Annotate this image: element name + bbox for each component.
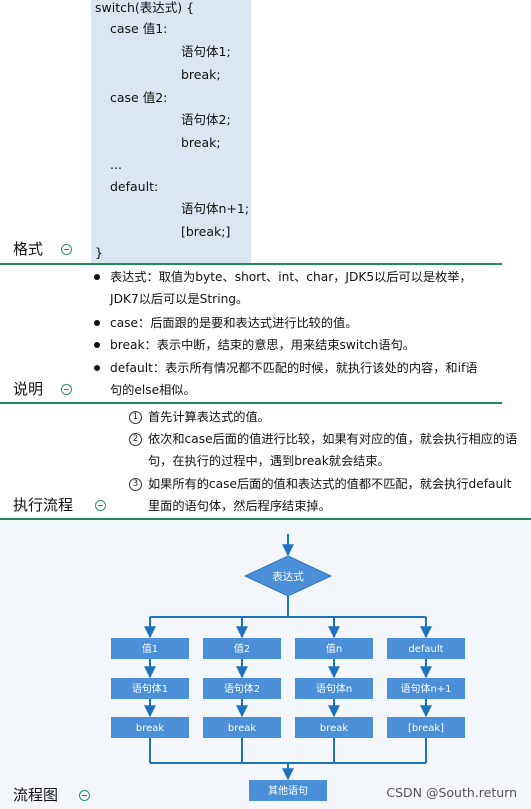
decision-label: 表达式 <box>272 570 304 583</box>
bullet-text: 句的else相似。 <box>110 383 196 397</box>
code-line: case 值2: <box>110 90 168 105</box>
case-label: 值2 <box>234 642 250 655</box>
code-line: [break;] <box>181 224 231 239</box>
code-line: case 值1: <box>110 21 168 36</box>
step-text: 里面的语句体，然后程序结束掉。 <box>148 499 331 513</box>
code-line: 语句体1; <box>181 44 231 59</box>
section-label-diagram: 流程图 <box>13 786 59 804</box>
collapse-circle-icon[interactable] <box>79 790 90 801</box>
watermark: CSDN @South.return <box>386 785 517 800</box>
step-text: 依次和case后面的值进行比较，如果有对应的值，就会执行相应的语 <box>148 432 518 446</box>
section-label-format: 格式 <box>13 240 44 258</box>
circled-number-icon: 2 <box>129 433 142 446</box>
bullet-icon <box>94 320 100 326</box>
body-box <box>111 678 189 699</box>
final-box <box>249 780 327 801</box>
collapse-circle-icon[interactable] <box>61 244 72 255</box>
step-text: 如果所有的case后面的值和表达式的值都不匹配，就会执行default <box>148 477 512 491</box>
flowchart: 表达式 值1 语句体1 break 值2 语句体2 break 值n 语句体n … <box>0 520 531 809</box>
flowchart-background <box>0 520 531 809</box>
code-line: 语句体n+1; <box>181 201 250 216</box>
body-box <box>295 678 373 699</box>
body-box <box>203 678 281 699</box>
body-box <box>387 678 465 699</box>
code-line: break; <box>181 67 221 82</box>
step-text: 句，在执行的过程中，遇到break就会结束。 <box>148 454 390 468</box>
break-box <box>203 717 281 738</box>
break-box <box>387 717 465 738</box>
step-text: 首先计算表达式的值。 <box>148 410 270 424</box>
body-label: 语句体2 <box>224 682 260 695</box>
final-label: 其他语句 <box>268 784 308 797</box>
circled-number-icon: 3 <box>129 478 142 491</box>
code-line: break; <box>181 135 221 150</box>
code-block: switch(表达式) { case 值1: 语句体1; break; case… <box>91 0 251 264</box>
break-box <box>111 717 189 738</box>
bullet-text: break：表示中断，结束的意思，用来结束switch语句。 <box>110 338 415 352</box>
case-label: default <box>408 644 443 655</box>
case-label: 值n <box>326 642 342 655</box>
case-label: 值1 <box>142 642 158 655</box>
bullet-text: 表达式：取值为byte、short、int、char，JDK5以后可以是枚举， <box>110 270 472 284</box>
circled-number-icon: 1 <box>129 411 142 424</box>
break-label: break <box>136 723 165 734</box>
section-divider <box>0 518 531 520</box>
bullet-icon <box>94 365 100 371</box>
bullet-icon <box>94 342 100 348</box>
section-label-description: 说明 <box>13 380 44 398</box>
break-box <box>295 717 373 738</box>
code-line: default: <box>110 179 159 194</box>
bullet-text: case：后面跟的是要和表达式进行比较的值。 <box>110 316 358 330</box>
case-box <box>203 638 281 659</box>
break-label: break <box>228 723 257 734</box>
body-label: 语句体n <box>316 682 352 695</box>
section-label-flow: 执行流程 <box>13 496 74 514</box>
bullet-text: JDK7以后可以是String。 <box>110 292 249 306</box>
code-line: switch(表达式) { <box>95 0 195 15</box>
case-box <box>295 638 373 659</box>
bullet-text: default：表示所有情况都不匹配的时候，就执行该处的内容，和if语 <box>110 361 478 375</box>
body-label: 语句体n+1 <box>400 682 451 695</box>
section-divider <box>0 263 502 265</box>
body-label: 语句体1 <box>132 682 168 695</box>
collapse-circle-icon[interactable] <box>61 384 72 395</box>
section-divider <box>0 402 502 404</box>
code-line: } <box>95 245 103 260</box>
break-label: [break] <box>408 723 444 734</box>
collapse-circle-icon[interactable] <box>95 500 106 511</box>
code-line: 语句体2; <box>181 112 231 127</box>
bullet-icon <box>94 274 100 280</box>
case-box <box>111 638 189 659</box>
case-box <box>387 638 465 659</box>
code-line: ... <box>110 157 122 172</box>
break-label: break <box>320 723 349 734</box>
